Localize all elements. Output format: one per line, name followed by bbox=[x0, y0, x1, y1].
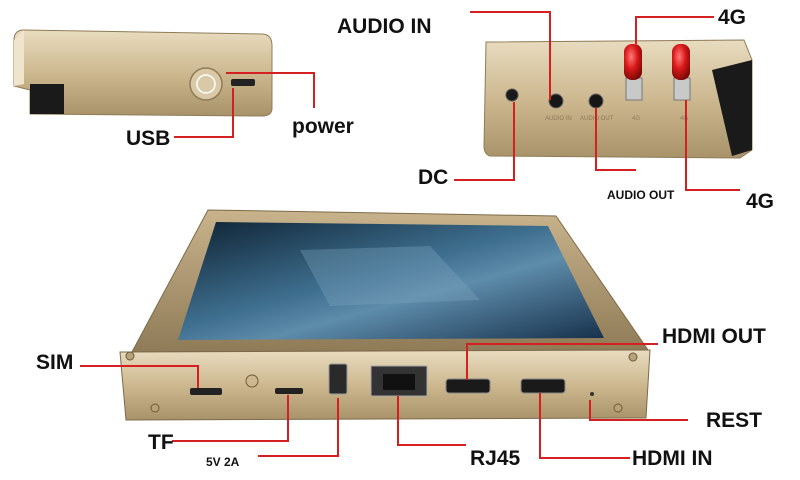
antenna-connector-1 bbox=[624, 44, 643, 101]
rubber-foot bbox=[30, 84, 64, 114]
printed-4g-a: 4G bbox=[632, 116, 640, 122]
antenna-connector-2 bbox=[672, 44, 691, 101]
power-leader bbox=[226, 72, 315, 108]
usb-leader bbox=[174, 88, 234, 138]
5v-leader bbox=[258, 398, 339, 457]
front-view-device bbox=[119, 209, 651, 421]
hdmi-out-port bbox=[445, 378, 491, 394]
usb-port bbox=[231, 79, 255, 86]
sim-leader bbox=[80, 365, 199, 388]
usb-5v-port bbox=[328, 363, 348, 395]
sim-label: SIM bbox=[36, 351, 74, 374]
rest-label: REST bbox=[706, 409, 763, 432]
leader-lines bbox=[80, 11, 740, 459]
hdmi-in-port bbox=[520, 378, 566, 394]
led-hole bbox=[245, 374, 259, 388]
side-view-usb-power bbox=[13, 29, 273, 117]
hdmi-in-label: HDMI IN bbox=[632, 447, 713, 470]
audio-out-leader bbox=[595, 108, 636, 171]
audio-in-leader bbox=[470, 11, 551, 100]
4g-bottom-leader bbox=[685, 100, 740, 191]
tf-leader bbox=[172, 395, 289, 442]
hdmi-out-leader bbox=[466, 343, 658, 380]
printed-4g-b: 4G bbox=[680, 116, 688, 122]
dc-label: DC bbox=[418, 166, 449, 189]
4g-bottom-label: 4G bbox=[746, 190, 775, 213]
hdmi-in-leader bbox=[539, 393, 630, 459]
printed-audio-in: AUDIO IN bbox=[545, 116, 572, 122]
hdmi-out-label: HDMI OUT bbox=[662, 325, 766, 348]
4g-top-label: 4G bbox=[718, 6, 747, 29]
dc-jack bbox=[505, 88, 519, 102]
reset-hole bbox=[590, 392, 594, 396]
5v-2a-label: 5V 2A bbox=[206, 455, 240, 469]
usb-label: USB bbox=[126, 127, 171, 150]
4g-top-leader bbox=[635, 16, 714, 44]
audio-out-jack bbox=[588, 93, 604, 109]
rj45-label: RJ45 bbox=[470, 447, 521, 470]
touch-screen bbox=[178, 222, 604, 340]
power-button bbox=[189, 67, 223, 101]
side-view-audio-antennas: AUDIO IN AUDIO OUT 4G 4G bbox=[483, 39, 753, 159]
dc-leader bbox=[454, 102, 515, 181]
rest-leader bbox=[589, 400, 688, 421]
power-label: power bbox=[292, 115, 354, 138]
tf-slot bbox=[275, 388, 303, 394]
audio-out-label: AUDIO OUT bbox=[607, 188, 675, 202]
audio-in-label: AUDIO IN bbox=[337, 15, 432, 38]
rj45-leader bbox=[397, 396, 466, 446]
sim-slot bbox=[190, 388, 222, 395]
audio-in-jack bbox=[548, 93, 564, 109]
tf-label: TF bbox=[148, 431, 174, 454]
